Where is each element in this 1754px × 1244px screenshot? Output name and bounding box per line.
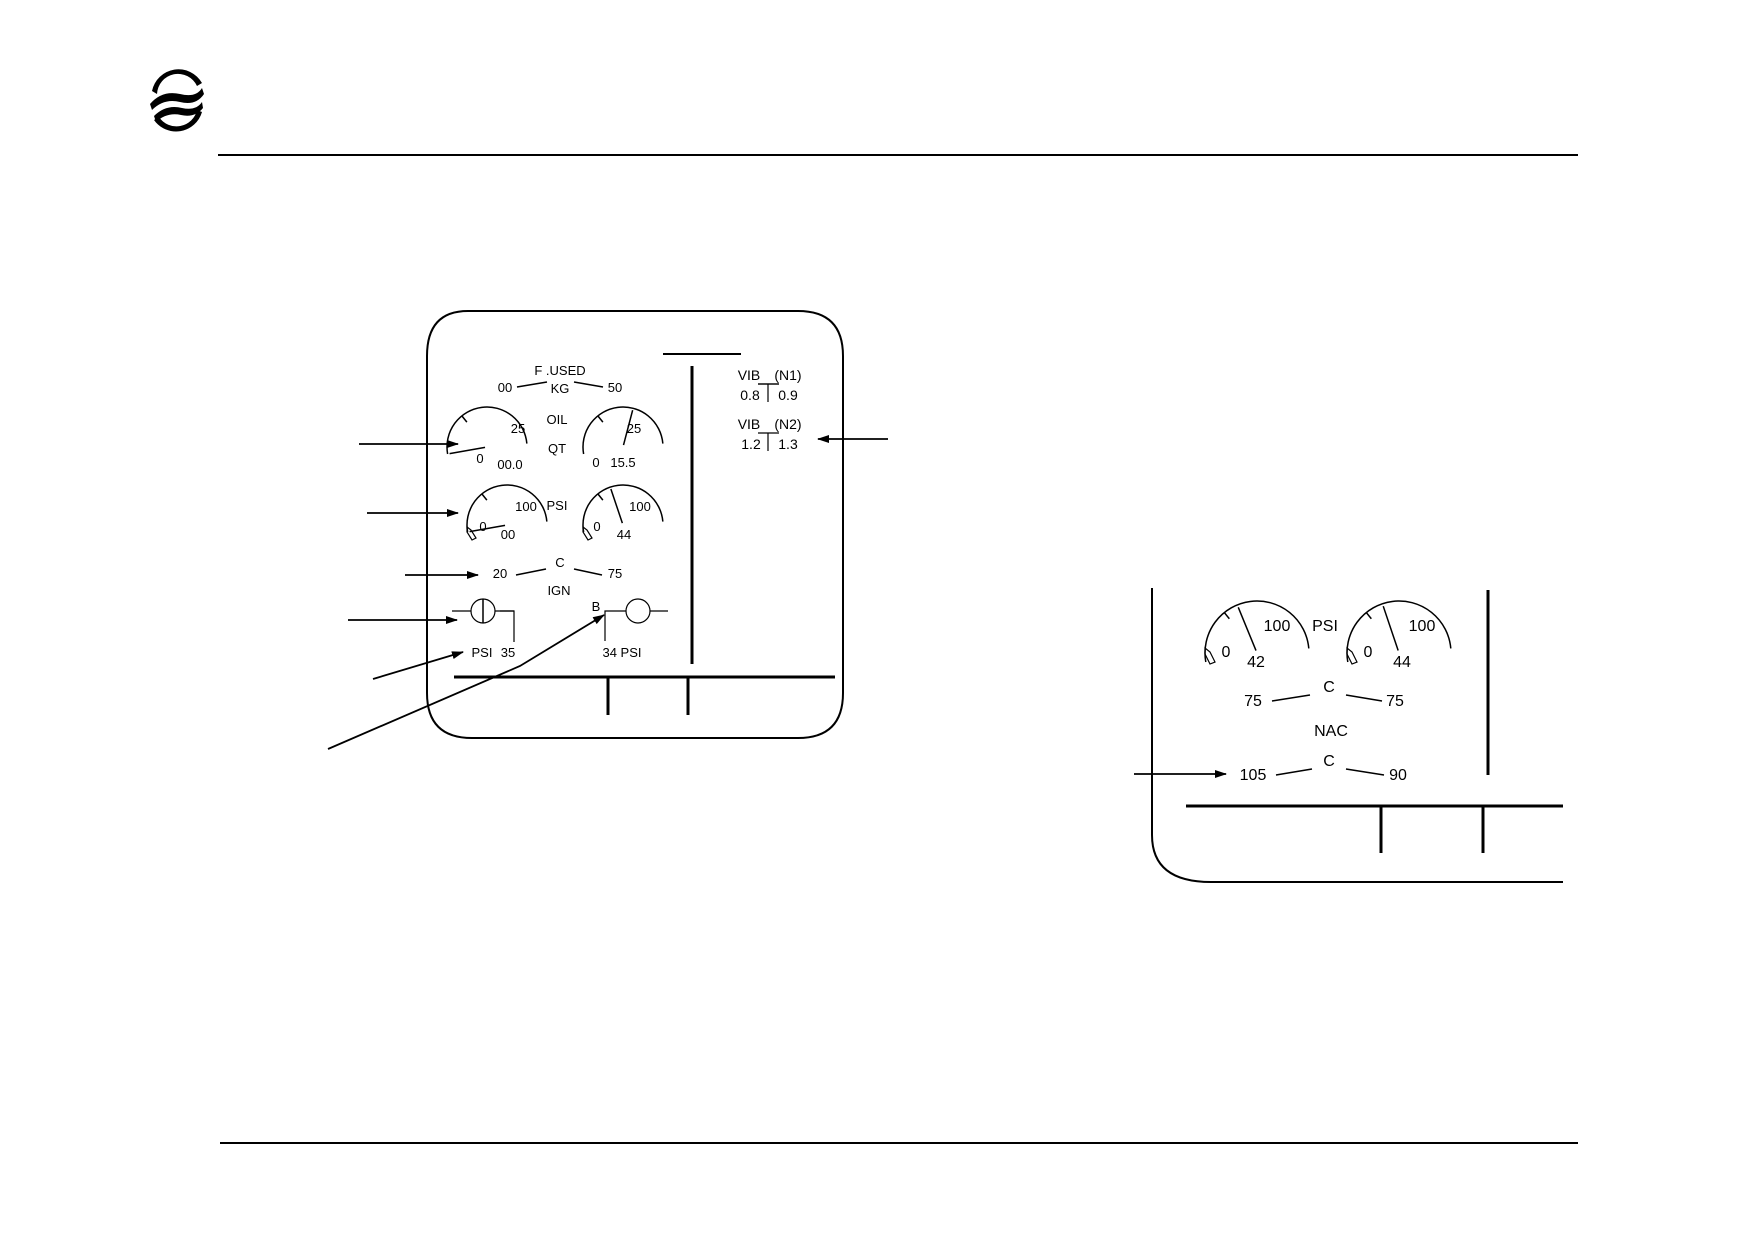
- oil-press-right-max: 100: [629, 499, 651, 514]
- vib-n2-right-value: 1.3: [778, 436, 798, 452]
- oil-press-right-gauge: [582, 484, 664, 533]
- fuel-used-unit: KG: [551, 381, 570, 396]
- oil-press-right-min: 0: [593, 519, 600, 534]
- oil-press-left-value: 00: [501, 527, 515, 542]
- right-oil-press-right-min: 0: [1364, 644, 1373, 661]
- psi-label: PSI: [547, 498, 568, 513]
- right-oil-press-left-gauge: [1204, 600, 1310, 663]
- oil-qty-left-value: 00.0: [497, 457, 522, 472]
- gauge-max-tick: [597, 493, 604, 501]
- oil-qty-left-gauge: [446, 406, 528, 455]
- nac-label: NAC: [1314, 723, 1348, 740]
- right-oil-press-left-min: 0: [1222, 644, 1231, 661]
- nac-left-dash: [1275, 768, 1313, 776]
- right-oil-press-left-red-band: [1204, 646, 1216, 665]
- right-oil-press-left-max: 100: [1264, 618, 1291, 635]
- vib-n1-left-value: 0.8: [740, 387, 760, 403]
- right-oil-temp-right-value: 75: [1386, 693, 1404, 710]
- company-swirl-logo: [150, 69, 204, 132]
- oil-temp-left-dash: [515, 568, 547, 576]
- nac-right-dash: [1345, 768, 1385, 776]
- right-psi-label: PSI: [1312, 618, 1338, 635]
- press-right-value: 34 PSI: [602, 645, 641, 660]
- oil-press-left-red-band: [466, 525, 477, 541]
- right-oil-press-right-max: 100: [1409, 618, 1436, 635]
- fuel-used-right-dash: [573, 381, 604, 388]
- oil-qty-right-gauge: [582, 406, 664, 455]
- vib-n2-title: VIB: [738, 416, 761, 432]
- gauge-arc: [446, 406, 528, 455]
- oil-press-right-red-band: [582, 525, 593, 541]
- qt-label: QT: [548, 441, 566, 456]
- right-oil-temp-left-value: 75: [1244, 693, 1262, 710]
- vib-n1-right-value: 0.9: [778, 387, 798, 403]
- vib-n1-title: VIB: [738, 367, 761, 383]
- oil-temp-right-dash: [573, 568, 603, 576]
- gauge-needle: [1382, 605, 1399, 651]
- oil-qty-left-min: 0: [476, 451, 483, 466]
- left-valve-symbol: [452, 598, 515, 642]
- right-valve-symbol: [604, 598, 668, 641]
- right-engine-display: 100 0 42 PSI 100 0 44 C 75 75 NAC C 105 …: [1151, 588, 1563, 883]
- gauge-needle: [622, 410, 634, 446]
- right-oil-press-left-value: 42: [1247, 654, 1265, 671]
- right-oil-temp-right-dash: [1345, 694, 1383, 702]
- oil-press-left-max: 100: [515, 499, 537, 514]
- oil-press-right-value: 44: [617, 527, 631, 542]
- oil-qty-right-value: 15.5: [610, 455, 635, 470]
- nac-unit: C: [1323, 753, 1335, 770]
- gauge-arc: [1204, 600, 1310, 663]
- right-display-frame: [1151, 588, 1563, 883]
- gauge-arc: [582, 406, 664, 455]
- press-right-letter: B: [592, 599, 601, 614]
- vib-n2-left-value: 1.2: [741, 436, 761, 452]
- press-left-label: PSI: [472, 645, 493, 660]
- ign-label: IGN: [547, 583, 570, 598]
- gauge-needle: [610, 488, 624, 524]
- gauge-max-tick: [1223, 612, 1230, 620]
- gauge-arc: [582, 484, 664, 533]
- gauge-max-tick: [481, 493, 488, 501]
- fuel-used-left-value: 00: [498, 380, 512, 395]
- fuel-used-right-value: 50: [608, 380, 622, 395]
- callout-arrows: [327, 435, 1227, 778]
- fuel-used-title: F .USED: [534, 363, 585, 378]
- nac-right-value: 90: [1389, 767, 1407, 784]
- gauge-arc: [1346, 600, 1452, 663]
- left-display-frame: [426, 310, 844, 739]
- oil-temp-left-value: 20: [493, 566, 507, 581]
- gauge-needle: [449, 446, 486, 455]
- gauge-max-tick: [461, 415, 468, 423]
- right-oil-temp-left-dash: [1271, 694, 1311, 702]
- left-engine-display: F .USED KG 00 50 25 0 00.0 OIL QT 25 0 1…: [426, 310, 844, 739]
- right-oil-press-right-value: 44: [1393, 654, 1411, 671]
- vib-n1-rotor: (N1): [774, 367, 801, 383]
- gauge-arc: [466, 484, 548, 533]
- nac-left-value: 105: [1240, 767, 1267, 784]
- oil-qty-right-max: 25: [627, 421, 641, 436]
- gauge-max-tick: [597, 415, 604, 423]
- oil-temp-unit: C: [555, 555, 564, 570]
- press-left-value: 35: [501, 645, 515, 660]
- oil-press-left-gauge: [466, 484, 548, 533]
- gauge-needle: [469, 524, 506, 533]
- vib-n2-rotor: (N2): [774, 416, 801, 432]
- gauge-needle: [1237, 607, 1257, 651]
- oil-press-left-min: 0: [479, 519, 486, 534]
- fuel-used-left-dash: [516, 381, 548, 388]
- right-oil-press-right-red-band: [1346, 646, 1358, 665]
- right-oil-press-right-gauge: [1346, 600, 1452, 663]
- oil-qty-right-min: 0: [592, 455, 599, 470]
- arrow-press-b: [327, 614, 605, 750]
- arrow-press-psi: [372, 651, 464, 680]
- oil-qty-left-max: 25: [511, 421, 525, 436]
- right-oil-temp-unit: C: [1323, 679, 1335, 696]
- gauge-max-tick: [1365, 612, 1372, 620]
- oil-temp-right-value: 75: [608, 566, 622, 581]
- oil-label: OIL: [547, 412, 568, 427]
